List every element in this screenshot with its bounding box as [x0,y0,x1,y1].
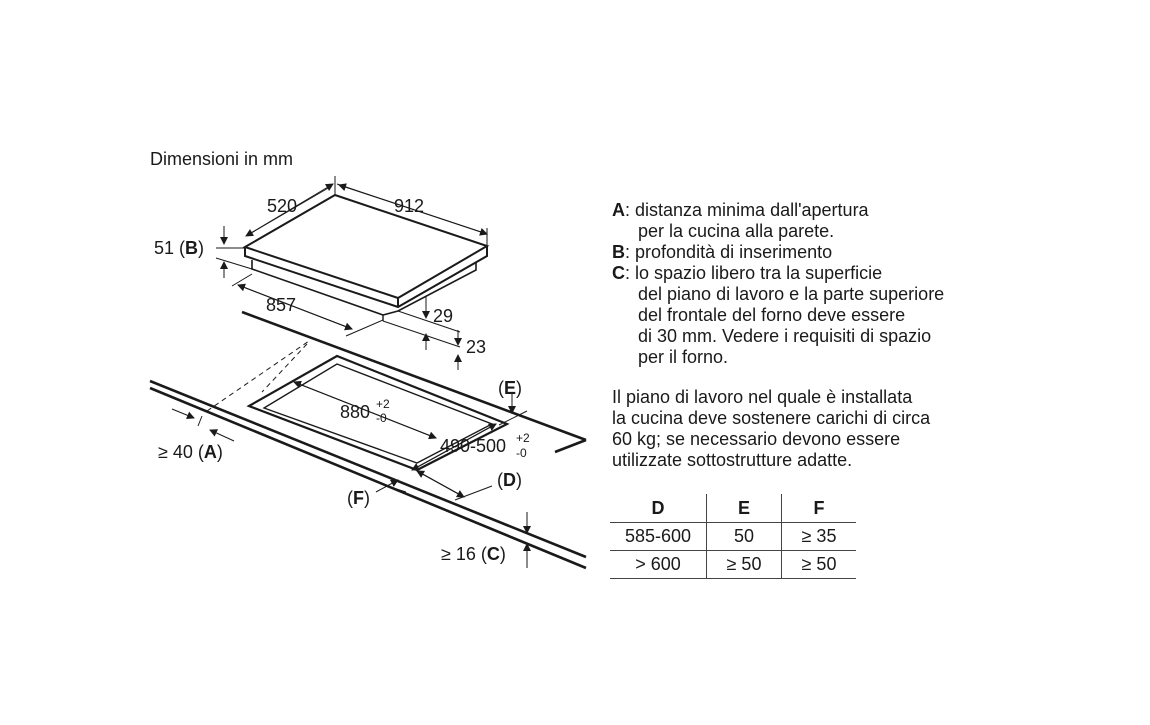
table-cell: 585-600 [610,522,707,551]
legend-item-a: A: distanza minima dall'apertura per la … [612,200,1032,242]
worktop-drawing [149,310,587,570]
dimension-lines-d [416,470,493,501]
legend-item-b: B: profondità di inserimento [612,242,833,262]
legend-key-c: C [612,263,625,283]
table-header-e: E [706,494,782,523]
hob-installation-diagram: Dimensioni in mm 520 912 51 (B) 857 [149,149,587,570]
dimension-857: 857 [266,295,296,315]
table-cell: ≥ 35 [781,522,856,551]
dimension-lines-top [245,176,488,246]
legend-text-a-2: per la cucina alla parete. [638,221,835,241]
dimension-lines-857 [231,273,384,337]
dimension-880-tol-minus: -0 [376,411,387,425]
label-e: (E) [498,378,522,398]
dimension-lines-29-23 [382,296,462,370]
worktop-note: Il piano di lavoro nel quale è installat… [612,387,1032,471]
dimension-lines-a [171,408,235,442]
dimension-912: 912 [394,196,424,216]
legend-text-c-5: per il forno. [638,347,729,367]
table-header-f: F [813,497,825,518]
dimension-c-min: ≥ 16 (C) [441,544,506,564]
table-header-row: D E F [610,494,856,523]
dimension-880-tol-plus: +2 [376,397,390,411]
dimension-23: 23 [466,337,486,357]
legend-text-c-3: del frontale del forno deve essere [638,305,906,325]
dimension-a-min: ≥ 40 (A) [158,442,223,462]
legend-text-a-1: distanza minima dall'apertura [635,200,869,220]
legend-key-b: B [612,242,625,262]
table-header-d: D [610,494,707,523]
diagram-title: Dimensioni in mm [150,149,293,169]
table-cell: ≥ 50 [781,550,856,579]
note-line-4: utilizzate sottostrutture adatte. [612,450,853,470]
dimension-490-500: 490-500 [440,436,506,456]
legend-item-c: C: lo spazio libero tra la superficie de… [612,263,1032,368]
dimension-lines-f [375,479,407,493]
legend-text-c-4: di 30 mm. Vedere i requisiti di spazio [638,326,932,346]
table-cell: 50 [706,522,782,551]
legend: A: distanza minima dall'apertura per la … [612,200,1032,368]
dimension-490-tol-minus: -0 [516,446,527,460]
table-cell: > 600 [610,550,707,579]
note-line-3: 60 kg; se necessario devono essere [612,429,901,449]
label-f: (F) [347,488,370,508]
table-row: > 600 ≥ 50 ≥ 50 [610,550,856,579]
dimension-51-b: 51 (B) [154,238,204,258]
dimension-lines-e [498,392,528,426]
note-line-2: la cucina deve sostenere carichi di circ… [612,408,931,428]
dimension-520: 520 [267,196,297,216]
dimension-lines-880 [293,380,437,440]
legend-key-a: A [612,200,625,220]
legend-text-c-1: lo spazio libero tra la superficie [635,263,883,283]
label-d: (D) [497,470,522,490]
legend-text-b-1: profondità di inserimento [635,242,833,262]
dimension-lines-490 [411,423,497,471]
table-row: 585-600 50 ≥ 35 [610,522,856,551]
legend-text-c-2: del piano di lavoro e la parte superiore [638,284,945,304]
dimension-490-tol-plus: +2 [516,431,530,445]
table-cell: ≥ 50 [706,550,782,579]
dimension-lines-b [215,226,253,278]
dimension-880: 880 [340,402,370,422]
note-line-1: Il piano di lavoro nel quale è installat… [612,387,913,407]
clearance-table: D E F 585-600 50 ≥ 35 > 600 ≥ 50 ≥ 50 [610,494,856,579]
dimension-29: 29 [433,306,453,326]
